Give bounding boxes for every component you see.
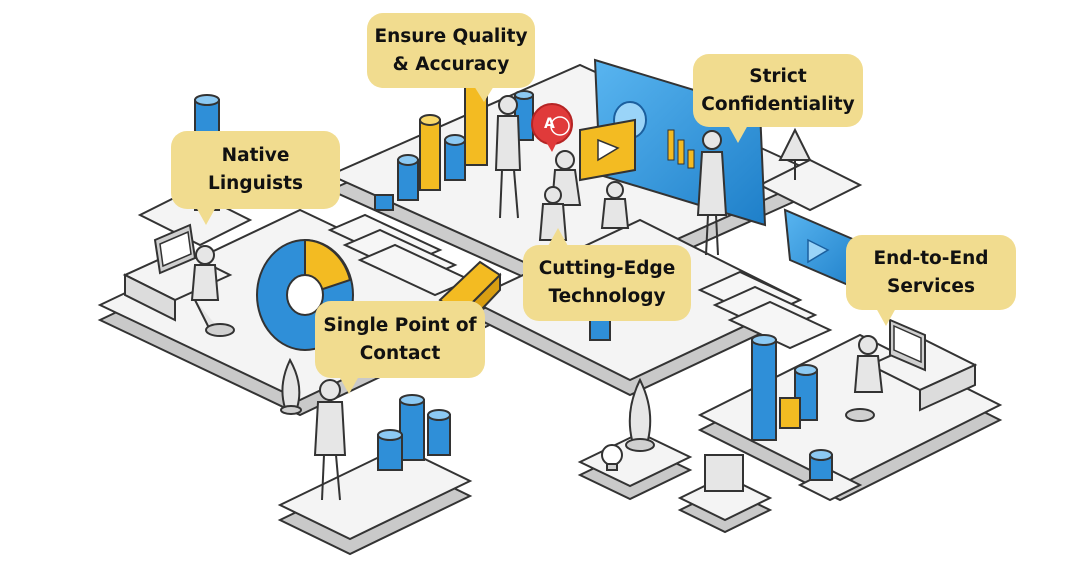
bubble-tail [548,228,568,246]
bubble-native-linguists: Native Linguists [171,131,340,209]
bubble-end-to-end-services: End-to-End Services [846,235,1016,310]
lightbulb-icon [601,444,623,471]
monitor-icon-right [867,318,978,412]
front-left-platform [277,445,473,556]
bubble-tail [876,308,896,326]
logo-text: A [544,116,555,132]
bubble-ensure-quality: Ensure Quality & Accuracy [367,13,535,88]
bubble-tail [474,86,494,102]
bubble-cutting-edge-technology: Cutting-Edge Technology [523,245,691,321]
person-figures [190,95,884,501]
bubble-tail [196,207,216,225]
lamp-icon [280,127,812,492]
left-stairs [327,213,473,297]
bubble-tail [728,125,748,143]
bubble-tail [339,376,359,394]
front-center-platform [577,431,863,534]
back-right-shelf [757,158,863,212]
play-icon [579,118,636,182]
bubble-single-point-of-contact: Single Point of Contact [315,301,485,378]
logo-badge: A [531,103,573,152]
bubble-strict-confidentiality: Strict Confidentiality [693,54,863,127]
